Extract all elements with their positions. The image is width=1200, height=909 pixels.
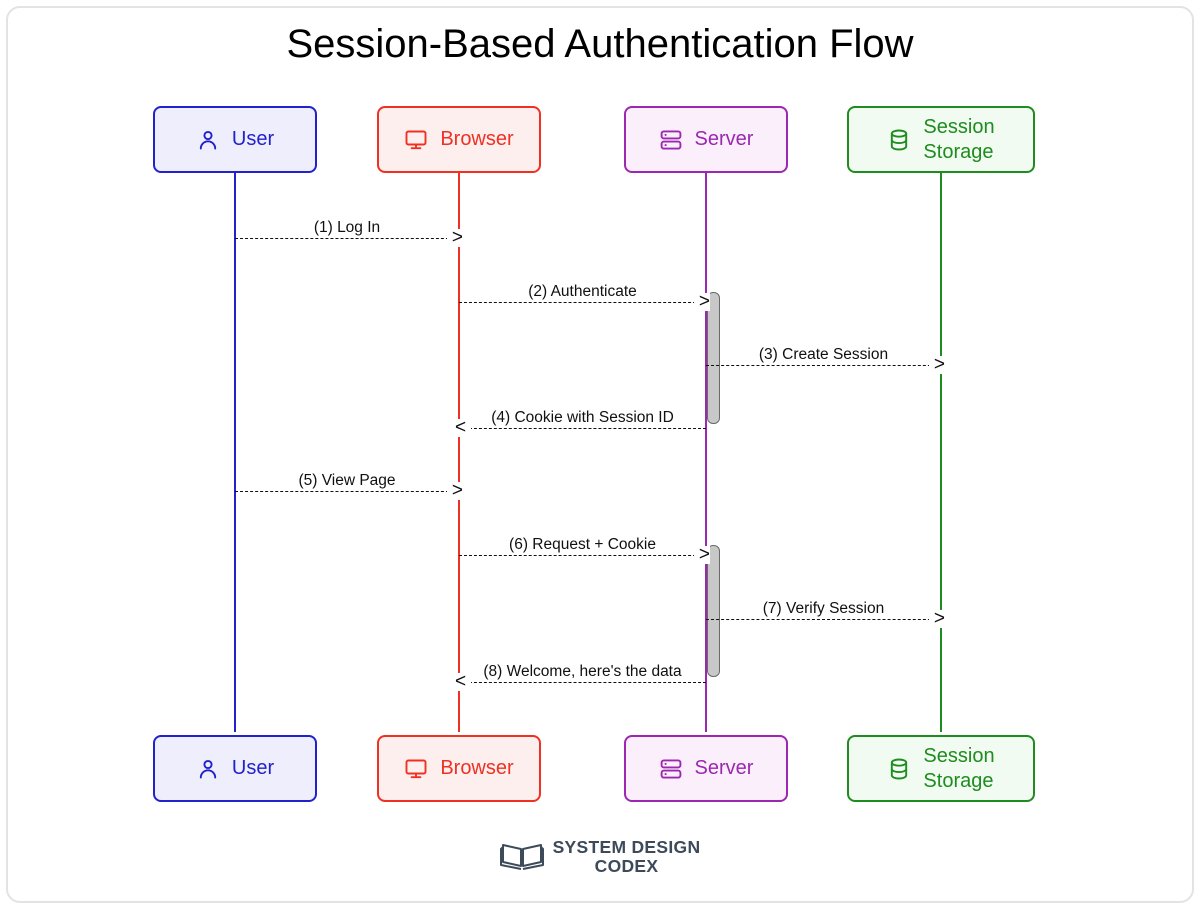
message-3: > (3) Create Session — [706, 346, 945, 374]
monitor-icon — [404, 757, 428, 781]
participant-label-browser: Browser — [440, 757, 514, 780]
message-arrowhead-1: > — [447, 228, 463, 247]
message-arrowhead-2: > — [694, 292, 710, 311]
monitor-icon — [404, 128, 428, 152]
activation-bar-server-2 — [707, 545, 720, 677]
message-4: < (4) Cookie with Session ID — [455, 409, 706, 437]
message-line-4 — [459, 428, 706, 429]
message-label-2: (2) Authenticate — [521, 283, 644, 301]
message-label-7: (7) Verify Session — [755, 600, 892, 618]
message-arrowhead-4: < — [455, 418, 471, 437]
participant-bottom-user[interactable]: User — [153, 735, 317, 802]
message-label-5: (5) View Page — [291, 472, 403, 490]
message-2: > (2) Authenticate — [459, 283, 710, 311]
message-1: > (1) Log In — [235, 219, 463, 247]
message-6: > (6) Request + Cookie — [459, 536, 710, 564]
user-icon — [196, 128, 220, 152]
message-arrowhead-6: > — [694, 545, 710, 564]
message-7: > (7) Verify Session — [706, 600, 945, 628]
footer-brand-text: SYSTEM DESIGN CODEX — [553, 838, 701, 874]
participant-label-server: Server — [694, 757, 754, 780]
participant-label-browser: Browser — [440, 128, 514, 151]
message-arrowhead-3: > — [929, 355, 945, 374]
lifeline-server — [705, 172, 707, 732]
message-8: < (8) Welcome, here's the data — [455, 663, 706, 691]
user-icon — [196, 757, 220, 781]
footer-brand-logo: SYSTEM DESIGN CODEX — [0, 838, 1200, 875]
message-line-8 — [459, 682, 706, 683]
message-line-1 — [235, 238, 459, 239]
participant-top-user[interactable]: User — [153, 106, 317, 173]
participant-bottom-browser[interactable]: Browser — [377, 735, 541, 802]
lifeline-session-storage — [940, 172, 942, 732]
participant-top-server[interactable]: Server — [624, 106, 788, 173]
message-arrowhead-7: > — [929, 609, 945, 628]
message-label-8: (8) Welcome, here's the data — [476, 663, 689, 681]
lifeline-user — [234, 172, 236, 732]
participant-label-user: User — [231, 757, 275, 780]
participant-bottom-server[interactable]: Server — [624, 735, 788, 802]
footer-brand-line2: CODEX — [594, 855, 659, 876]
activation-bar-server-1 — [707, 292, 720, 424]
message-label-1: (1) Log In — [306, 219, 388, 237]
participant-label-user: User — [231, 128, 275, 151]
message-arrowhead-8: < — [455, 672, 471, 691]
database-icon — [887, 128, 911, 152]
message-line-2 — [459, 302, 706, 303]
message-label-3: (3) Create Session — [751, 346, 896, 364]
participant-label-session-storage: Session Storage — [923, 116, 995, 163]
server-rack-icon — [659, 757, 683, 781]
database-icon — [887, 757, 911, 781]
message-line-5 — [235, 491, 459, 492]
message-arrowhead-5: > — [447, 481, 463, 500]
lifeline-browser — [458, 172, 460, 732]
message-line-3 — [706, 365, 941, 366]
participant-top-session-storage[interactable]: Session Storage — [847, 106, 1035, 173]
participant-bottom-session-storage[interactable]: Session Storage — [847, 735, 1035, 802]
message-5: > (5) View Page — [235, 472, 463, 500]
page-title: Session-Based Authentication Flow — [286, 22, 914, 66]
message-label-4: (4) Cookie with Session ID — [484, 409, 681, 427]
participant-label-session-storage: Session Storage — [923, 745, 995, 792]
message-line-7 — [706, 619, 941, 620]
message-label-6: (6) Request + Cookie — [502, 536, 663, 554]
open-book-icon — [499, 838, 544, 875]
footer-brand-line1: SYSTEM DESIGN — [552, 837, 701, 858]
participant-label-server: Server — [694, 128, 754, 151]
message-line-6 — [459, 555, 706, 556]
server-rack-icon — [659, 128, 683, 152]
participant-top-browser[interactable]: Browser — [377, 106, 541, 173]
